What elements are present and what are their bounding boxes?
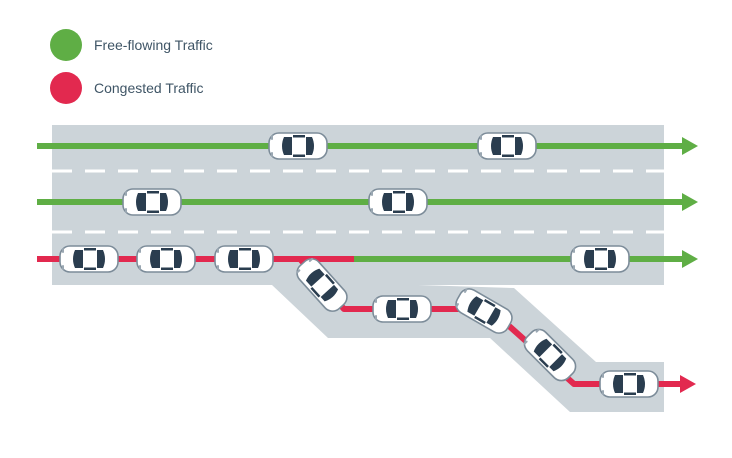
red-dot-icon [50, 72, 82, 104]
exit-arrow-icon [680, 375, 696, 393]
legend-free-flowing-label: Free-flowing Traffic [94, 37, 213, 53]
car-icon [570, 245, 630, 273]
lane-markings [52, 169, 664, 234]
car-icon [372, 295, 432, 323]
car-icon [368, 188, 428, 216]
green-dot-icon [50, 29, 82, 61]
car-icon [59, 245, 119, 273]
car-icon [477, 132, 537, 160]
lane-3-arrow-icon [682, 250, 698, 268]
lane-1-route [37, 137, 698, 155]
lane-1-arrow-icon [682, 137, 698, 155]
legend-free-flowing: Free-flowing Traffic [50, 29, 213, 61]
lane-2-arrow-icon [682, 193, 698, 211]
exit-route [276, 256, 696, 393]
car-icon [214, 245, 274, 273]
legend-congested-label: Congested Traffic [94, 80, 204, 96]
car-icon [122, 188, 182, 216]
car-icon [136, 245, 196, 273]
legend-congested: Congested Traffic [50, 72, 203, 104]
car-icon [599, 370, 659, 398]
car-icon [268, 132, 328, 160]
